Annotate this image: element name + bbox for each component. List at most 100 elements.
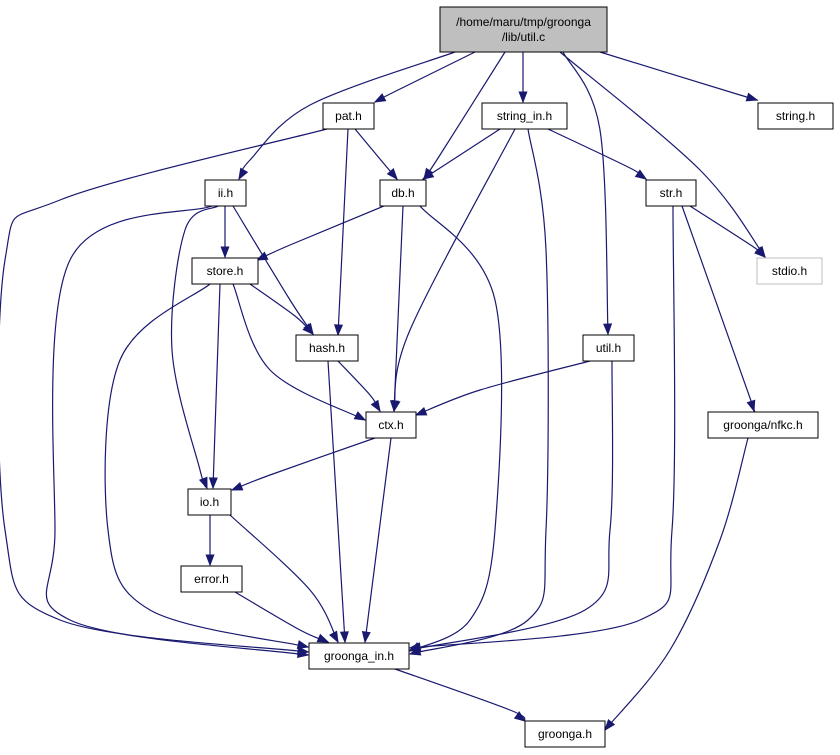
node-box[interactable] [295,334,359,362]
edge-line [104,283,309,648]
node-box[interactable] [645,179,697,207]
node-layer: /home/maru/tmp/groonga/lib/util.c pat.h st… [180,6,834,748]
edge-line [0,128,328,653]
node-util-h[interactable]: util.h [582,334,635,362]
arrowhead-icon [518,91,528,104]
arrowhead-icon [334,324,344,337]
edge-line [394,668,526,722]
node-box[interactable] [322,102,375,130]
edge-db-h-to-groonga-in-h [408,205,503,652]
node-label: pat.h [335,109,362,123]
arrowhead-icon [634,169,648,180]
edge-line [681,205,757,418]
node-groonga-nfkc-h[interactable]: groonga/nfkc.h [707,411,819,439]
edge-str-h-to-groonga-nfkc-h [681,205,757,418]
edge-groonga-nfkc-h-to-groonga-h [604,437,749,732]
node-label: util.h [596,341,621,355]
arrowhead-icon [370,399,381,413]
node-box[interactable] [481,102,568,130]
edge-line [327,360,346,643]
node-groonga-h[interactable]: groonga.h [524,720,606,748]
node-box[interactable] [707,411,819,439]
node-pat-h[interactable]: pat.h [322,102,375,130]
edge-string-in-h-to-ctx-h [391,128,516,413]
node-box[interactable] [204,179,247,207]
node-label: stdio.h [772,264,807,278]
node-box[interactable] [180,565,243,593]
node-label: string.h [776,109,815,123]
edge-line [689,205,766,258]
edge-error-h-to-groonga-in-h [234,591,330,643]
node-db-h[interactable]: db.h [379,179,427,207]
node-io-h[interactable]: io.h [187,488,232,516]
arrowhead-icon [745,92,759,102]
edge-str-h-to-groonga-in-h [408,205,676,652]
node-store-h[interactable]: store.h [191,257,259,285]
edge-line [232,283,366,421]
node-hash-h[interactable]: hash.h [295,334,359,362]
node-str-h[interactable]: str.h [645,179,697,207]
arrowhead-icon [296,640,310,649]
node-box[interactable] [379,179,427,207]
edge-line [415,360,591,416]
node-label: string_in.h [497,109,552,123]
node-error-h[interactable]: error.h [180,565,243,593]
node-box[interactable] [191,257,259,285]
edge-string-in-h-to-str-h [547,128,648,180]
edge-root-to-pat-h [373,51,476,103]
arrowhead-icon [386,168,398,181]
node-label: error.h [194,572,229,586]
edge-str-h-to-stdio-h [689,205,767,258]
edge-line [229,514,339,643]
node-box[interactable] [365,411,417,439]
node-root[interactable]: /home/maru/tmp/groonga/lib/util.c [439,6,608,53]
edge-line [45,205,309,656]
node-string-in-h[interactable]: string_in.h [481,102,568,130]
edge-line [599,51,758,101]
edge-ctx-h-to-groonga-in-h [361,437,392,644]
node-ctx-h[interactable]: ctx.h [365,411,417,439]
edge-io-h-to-groonga-in-h [229,514,339,644]
arrowhead-icon [408,643,422,653]
node-stdio-h[interactable]: stdio.h [756,257,823,285]
edge-line [562,51,609,335]
node-box[interactable] [582,334,635,362]
node-box[interactable] [757,102,834,130]
node-label: hash.h [309,341,345,355]
arrowhead-icon [604,718,616,732]
edge-line [256,205,385,261]
node-string-h[interactable]: string.h [757,102,834,130]
edge-hash-h-to-groonga-in-h [327,360,349,644]
node-groonga-in-h[interactable]: groonga_in.h [308,642,410,670]
arrowhead-icon [238,167,249,181]
node-label: ii.h [218,186,233,200]
arrowhead-icon [302,323,314,335]
arrowhead-icon [329,630,339,644]
node-box[interactable] [187,488,232,516]
node-box[interactable] [439,6,608,53]
node-label: db.h [391,186,414,200]
node-box[interactable] [756,257,823,285]
edge-store-h-to-ctx-h [232,283,367,421]
edge-root-to-ii-h [238,51,456,181]
edge-line [234,591,329,643]
edge-line [409,360,614,651]
arrowhead-icon [220,246,230,259]
arrowhead-icon [297,649,310,658]
edge-ii-h-to-io-h [170,205,219,490]
edge-root-to-string-h [599,51,759,102]
edge-line [409,128,549,655]
edge-ctx-h-to-io-h [230,437,376,491]
edge-db-h-to-store-h [255,205,385,261]
node-ii-h[interactable]: ii.h [204,179,247,207]
node-box[interactable] [524,720,606,748]
edge-store-h-to-hash-h [249,283,314,335]
edge-line [422,128,501,180]
node-label: groonga/nfkc.h [723,418,802,432]
edge-line [547,128,647,180]
node-box[interactable] [308,642,410,670]
arrowhead-icon [198,476,208,490]
edge-io-h-to-error-h [205,515,215,567]
edge-line [604,437,749,731]
